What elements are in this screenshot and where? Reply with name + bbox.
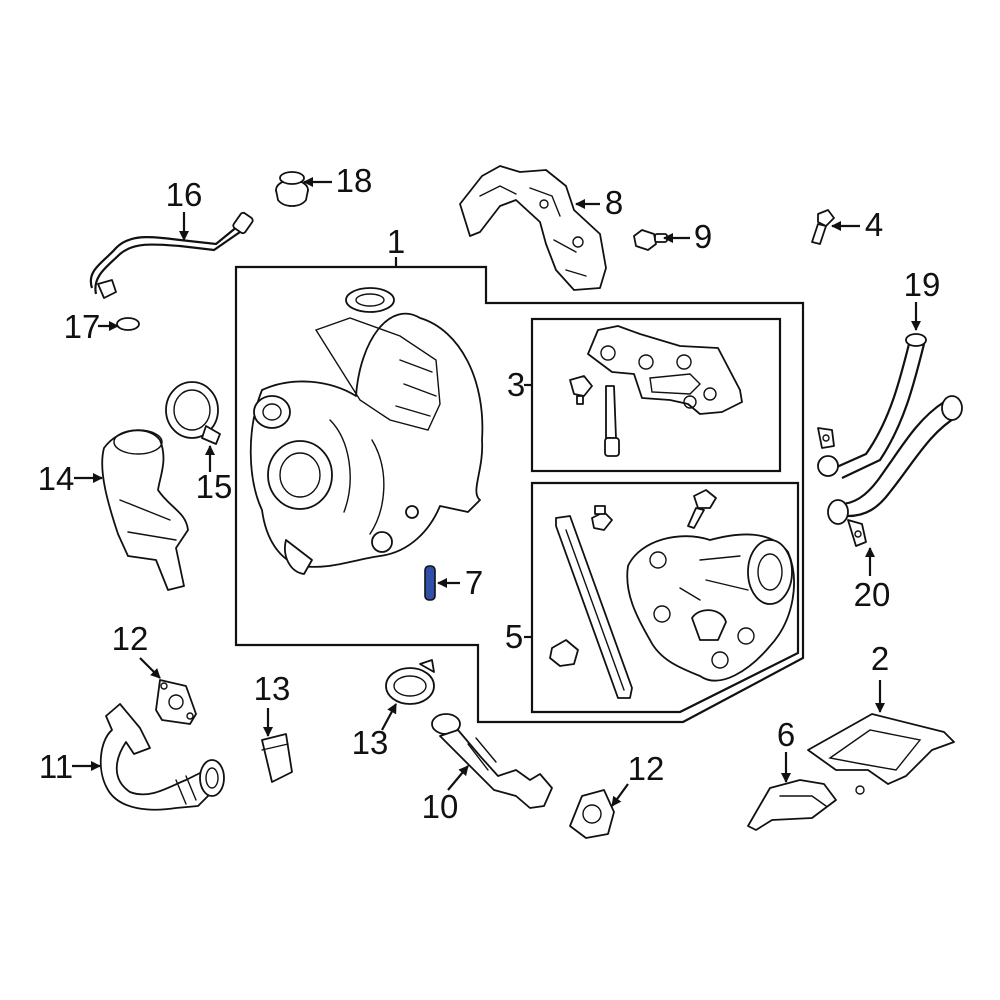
turbo-assembly-box	[234, 265, 805, 724]
dowel-pin-7[interactable]	[424, 565, 436, 601]
callout-13-left: 13	[254, 670, 291, 707]
callout-12-right: 12	[628, 750, 665, 787]
callout-6: 6	[777, 716, 795, 753]
callout-10: 10	[422, 788, 459, 825]
turbo-actuator-kit[interactable]	[549, 489, 795, 699]
grommet[interactable]	[275, 171, 309, 207]
o-ring[interactable]	[116, 317, 140, 331]
oil-feed-line[interactable]	[89, 211, 254, 299]
exhaust-pipe-11[interactable]	[99, 703, 225, 811]
leader-10	[447, 765, 469, 791]
callout-14: 14	[38, 460, 75, 497]
heat-shield-6[interactable]	[747, 779, 837, 831]
leader-13-center	[381, 703, 397, 731]
bracket-2[interactable]	[807, 713, 955, 795]
coolant-tube-20[interactable]	[827, 395, 963, 547]
callout-12-left: 12	[112, 620, 149, 657]
hose-clamp-15[interactable]	[165, 381, 221, 445]
bolt-4[interactable]	[811, 209, 835, 245]
callout-16: 16	[166, 176, 203, 213]
bolt-9[interactable]	[633, 229, 668, 251]
callout-7: 7	[465, 564, 483, 601]
clamp-13-center[interactable]	[385, 659, 435, 705]
exhaust-pipe-10[interactable]	[431, 713, 553, 809]
turbo-gasket-kit[interactable]	[569, 325, 743, 457]
intake-tube[interactable]	[101, 429, 189, 591]
callout-1: 1	[387, 223, 405, 260]
turbocharger[interactable]	[249, 287, 484, 575]
callout-15: 15	[196, 468, 233, 505]
callout-18: 18	[336, 162, 373, 199]
clamp-13-left[interactable]	[261, 733, 293, 783]
callout-13-center: 13	[352, 724, 389, 761]
callout-3: 3	[507, 366, 525, 403]
coolant-tube-19[interactable]	[817, 333, 927, 479]
callout-20: 20	[854, 576, 891, 613]
callout-2: 2	[871, 640, 889, 677]
heat-shield[interactable]	[459, 165, 607, 291]
callout-4: 4	[865, 206, 883, 243]
callout-9: 9	[694, 218, 712, 255]
actuator-kit-box	[530, 481, 800, 714]
gasket-kit-box	[530, 317, 782, 473]
gasket-12-right[interactable]	[569, 789, 615, 839]
leader-12-left	[139, 657, 161, 679]
callout-8: 8	[605, 184, 623, 221]
leader-12-right	[611, 783, 629, 807]
callout-5: 5	[505, 618, 523, 655]
callout-11: 11	[39, 748, 73, 785]
callout-19: 19	[904, 266, 941, 303]
gasket-12-left[interactable]	[155, 679, 197, 725]
callout-17: 17	[64, 308, 101, 345]
